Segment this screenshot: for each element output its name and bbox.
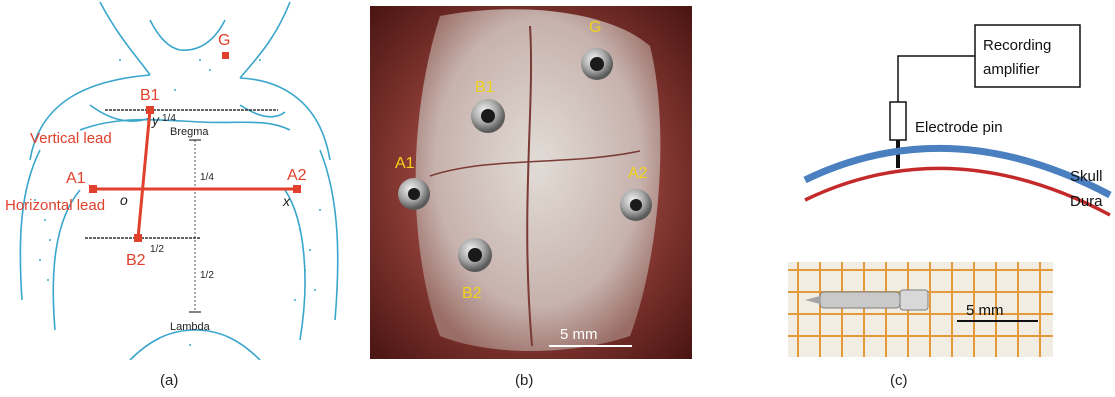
electrode-pin-body <box>820 292 900 308</box>
g-marker <box>222 52 229 59</box>
screw-b2 <box>458 238 492 272</box>
label-horizontal-lead: Horizontal lead <box>5 197 105 214</box>
electrode-photo: 5 mm <box>788 262 1053 357</box>
photo-label-a1: A1 <box>395 155 415 172</box>
dura-label: Dura <box>1070 193 1103 210</box>
label-origin: o <box>120 192 128 208</box>
photo-label-g: G <box>589 19 601 36</box>
label-frac-low: 1/2 <box>200 270 214 281</box>
label-frac-b2: 1/2 <box>150 244 164 255</box>
photo-label-b2: B2 <box>462 285 482 302</box>
skull-layer <box>805 148 1110 195</box>
electrode-pin <box>890 102 906 140</box>
label-g: G <box>218 32 230 49</box>
skull-sketch: G B1 B2 A1 A2 Vertical lead Horizontal l… <box>0 0 345 360</box>
photo-label-b1: B1 <box>475 79 495 96</box>
screw-b1 <box>471 99 505 133</box>
caption-a: (a) <box>160 372 178 389</box>
label-bregma: Bregma <box>170 126 209 138</box>
electrode-pin-head <box>900 290 928 310</box>
label-y-axis: y <box>151 112 160 128</box>
vertical-lead-line <box>138 110 150 238</box>
electrode-pin-label: Electrode pin <box>915 119 1003 136</box>
label-a2: A2 <box>287 167 307 184</box>
exposed-skull <box>416 9 661 351</box>
caption-c: (c) <box>890 372 908 389</box>
screw-g <box>581 48 613 80</box>
panel-a-skull-diagram: G B1 B2 A1 A2 Vertical lead Horizontal l… <box>0 0 345 360</box>
b2-marker <box>134 234 142 242</box>
label-b2: B2 <box>126 252 146 269</box>
amplifier-label-line1: Recording <box>983 37 1051 54</box>
panel-b-photo: G B1 A1 A2 B2 5 mm <box>370 6 692 359</box>
photo-scale-label: 5 mm <box>560 326 598 343</box>
label-b1: B1 <box>140 87 160 104</box>
skull-label: Skull <box>1070 168 1103 185</box>
amplifier-label-line2: amplifier <box>983 61 1040 78</box>
label-a1: A1 <box>66 170 86 187</box>
a1-marker <box>89 185 97 193</box>
screw-a2 <box>620 189 652 221</box>
caption-b: (b) <box>515 372 533 389</box>
label-x-axis: x <box>282 193 291 209</box>
recording-schematic: Recording amplifier Electrode pin Skull … <box>750 0 1115 360</box>
a2-marker <box>293 185 301 193</box>
grid-scale-label: 5 mm <box>966 302 1004 319</box>
panel-c-recording-setup: Recording amplifier Electrode pin Skull … <box>750 0 1115 360</box>
screw-a1 <box>398 178 430 210</box>
photo-label-a2: A2 <box>628 165 648 182</box>
label-frac-mid: 1/4 <box>200 172 214 183</box>
surgical-photo: G B1 A1 A2 B2 5 mm <box>370 6 692 359</box>
label-lambda: Lambda <box>170 321 211 333</box>
amplifier-wire <box>898 56 975 102</box>
label-frac-b1: 1/4 <box>162 113 176 124</box>
label-vertical-lead: Vertical lead <box>30 130 112 147</box>
